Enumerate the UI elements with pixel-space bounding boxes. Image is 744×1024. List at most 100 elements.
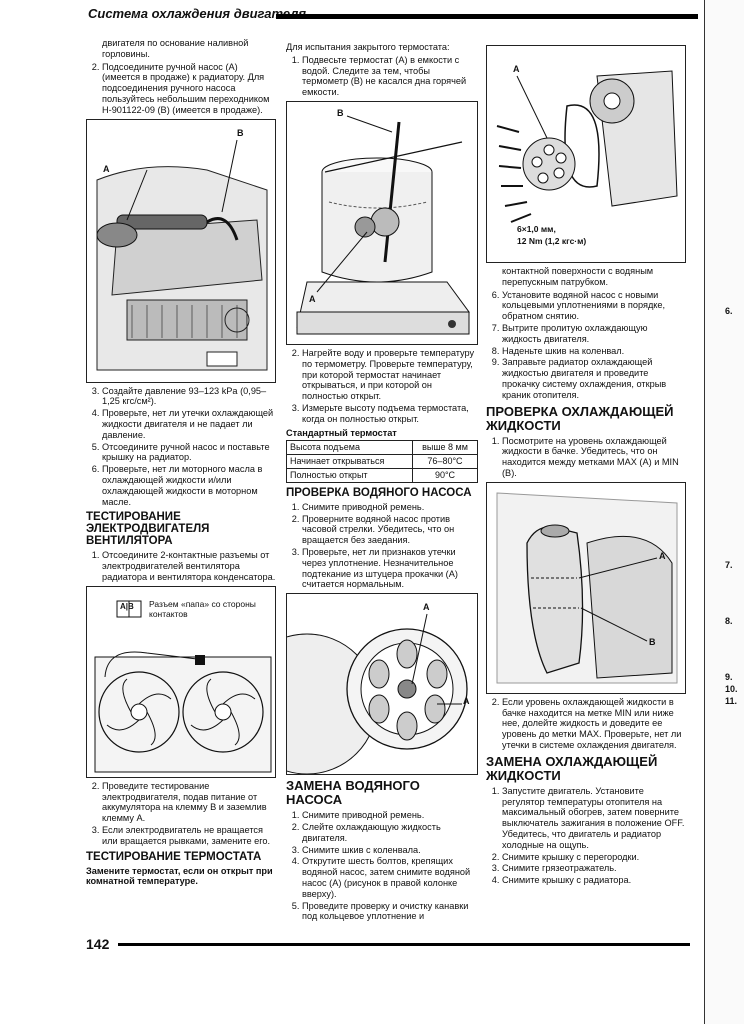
figure-radiator-pump: A B xyxy=(86,118,276,383)
section-title: Система охлаждения двигателя xyxy=(88,6,307,21)
page-number: 142 xyxy=(86,936,110,952)
step: Открутите шесть болтов, крепящих водяной… xyxy=(302,856,478,899)
step: Проведите тестирование электродвигателя,… xyxy=(102,781,276,824)
column-1: двигателя по основание наливной горловин… xyxy=(86,38,276,889)
table-row: Высота подъема выше 8 мм xyxy=(286,440,478,456)
bolt-size: 6×1,0 мм, xyxy=(517,224,556,234)
step: Подсоедините ручной насос (A) (имеется в… xyxy=(102,62,276,116)
footer-rule xyxy=(118,943,690,946)
figure-fan-connectors: A|B Разъем «папа» со стороны контактов xyxy=(86,585,276,778)
adjacent-page-edge: 6. 7. 8. 9. 10. 11. xyxy=(704,0,744,1024)
steps-list: Нагрейте воду и проверьте температуру по… xyxy=(286,348,478,425)
table-cell: Начинает открываться xyxy=(286,454,413,469)
step: Нагрейте воду и проверьте температуру по… xyxy=(302,348,478,402)
label-a: A xyxy=(513,64,520,74)
header-rule xyxy=(276,14,698,19)
thermostat-note: Замените термостат, если он открыт при к… xyxy=(86,865,273,887)
step: Посмотрите на уровень охлаждающей жидкос… xyxy=(502,436,686,479)
intro-text: двигателя по основание наливной горловин… xyxy=(102,38,249,59)
steps-list: Запустите двигатель. Установите регулято… xyxy=(486,786,686,886)
water-pump-drawing xyxy=(287,594,477,775)
label-a: A xyxy=(103,163,110,174)
edge-number: 9. xyxy=(725,672,733,682)
heading-coolant-replace: ЗАМЕНА ОХЛАЖДАЮЩЕЙ ЖИДКОСТИ xyxy=(486,753,658,783)
step: Измерьте высоту подъема термостата, когд… xyxy=(302,403,478,425)
steps-list: Если уровень охлаждающей жидкости в бачк… xyxy=(486,697,686,751)
label-a: A xyxy=(659,550,666,561)
step: Заправьте радиатор охлаждающей жидкостью… xyxy=(502,357,686,400)
pump-assembly-drawing xyxy=(487,46,685,262)
steps-list: Подвесьте термостат (A) в емкости с водо… xyxy=(286,55,478,98)
step: Наденьте шкив на коленвал. xyxy=(502,346,686,357)
step: Отсоедините 2-контактные разъемы от элек… xyxy=(102,550,276,582)
step: Проверьте, нет ли утечки охлаждающей жид… xyxy=(102,408,276,440)
connector-label: A|B xyxy=(120,601,134,611)
step: Запустите двигатель. Установите регулято… xyxy=(502,786,686,851)
table-cell: 90°C xyxy=(412,467,478,483)
steps-list: Снимите приводной ремень. Проверните вод… xyxy=(286,502,478,590)
page-header: Система охлаждения двигателя xyxy=(88,4,698,24)
radiator-pump-drawing xyxy=(87,119,275,382)
steps-list: Снимите приводной ремень. Слейте охлажда… xyxy=(286,810,478,922)
table-cell: 76–80°C xyxy=(412,454,478,469)
reservoir-drawing xyxy=(487,482,685,693)
label-b: B xyxy=(237,127,244,138)
heading-pump-check: ПРОВЕРКА ВОДЯНОГО НАСОСА xyxy=(286,486,472,499)
bolt-torque: 12 Nm (1,2 кгс·м) xyxy=(517,236,587,246)
step: Слейте охлаждающую жидкость двигателя. xyxy=(302,822,478,844)
table-cell: Полностью открыт xyxy=(286,467,413,483)
table-row: Начинает открываться 76–80°C xyxy=(286,454,478,469)
steps-list: Создайте давление 93–123 kPa (0,95–1,25 … xyxy=(86,386,276,508)
step: Отсоедините ручной насос и поставьте кры… xyxy=(102,442,276,464)
heading-thermostat-test: ТЕСТИРОВАНИЕ ТЕРМОСТАТА xyxy=(86,850,262,863)
step: Снимите приводной ремень. xyxy=(302,502,478,513)
heading-pump-replace: ЗАМЕНА ВОДЯНОГО НАСОСА xyxy=(286,778,420,808)
steps-list: Установите водяной насос с новыми кольце… xyxy=(486,290,686,401)
step: Снимите крышку с перегородки. xyxy=(502,852,686,863)
column-3: A 6×1,0 мм, 12 Nm (1,2 кгс·м) контактной… xyxy=(486,42,686,887)
thermostat-drawing xyxy=(287,101,477,344)
edge-number: 10. xyxy=(725,684,738,694)
step: Проведите проверку и очистку канавки под… xyxy=(302,901,478,923)
steps-list: Отсоедините 2-контактные разъемы от элек… xyxy=(86,550,276,582)
label-a-second: A xyxy=(463,696,470,707)
step: Подвесьте термостат (A) в емкости с водо… xyxy=(302,55,478,98)
fan-wiring-drawing xyxy=(87,586,275,777)
heading-fan-test: ТЕСТИРОВАНИЕ ЭЛЕКТРОДВИГАТЕЛЯ ВЕНТИЛЯТОР… xyxy=(86,511,210,548)
thermostat-spec-table: Высота подъема выше 8 мм Начинает открыв… xyxy=(286,440,478,483)
continuation-text: контактной поверхности с водяным перепус… xyxy=(502,266,654,287)
label-a: A xyxy=(423,602,430,613)
label-a: A xyxy=(309,293,316,304)
edge-number: 8. xyxy=(725,616,733,626)
edge-number: 11. xyxy=(725,696,738,706)
table-row: Полностью открыт 90°C xyxy=(286,467,478,483)
figure-pump-assembly: A 6×1,0 мм, 12 Nm (1,2 кгс·м) xyxy=(486,45,686,263)
step: Если уровень охлаждающей жидкости в бачк… xyxy=(502,697,686,751)
label-b: B xyxy=(337,107,344,118)
steps-list: Посмотрите на уровень охлаждающей жидкос… xyxy=(486,436,686,479)
step: Снимите шкив с коленвала. xyxy=(302,845,478,856)
step: Проверьте, нет ли моторного масла в охла… xyxy=(102,464,276,507)
step: Вытрите пролитую охлаждающую жидкость дв… xyxy=(502,323,686,345)
step: Если электродвигатель не вращается или в… xyxy=(102,825,276,847)
step: Создайте давление 93–123 kPa (0,95–1,25 … xyxy=(102,386,276,408)
step: Снимите крышку с радиатора. xyxy=(502,875,686,886)
step: Проверьте, нет ли признаков утечки через… xyxy=(302,547,478,590)
connector-caption: Разъем «папа» со стороны контактов xyxy=(149,598,256,619)
figure-water-pump: A A xyxy=(286,593,478,776)
column-2: Для испытания закрытого термостата: Подв… xyxy=(286,42,478,923)
steps-list: Подсоедините ручной насос (A) (имеется в… xyxy=(86,62,276,116)
intro-text: Для испытания закрытого термостата: xyxy=(286,42,450,52)
edge-number: 6. xyxy=(725,306,733,316)
page-footer: 142 xyxy=(86,936,690,952)
table-title: Стандартный термостат xyxy=(286,427,397,438)
label-b: B xyxy=(649,636,656,647)
figure-coolant-reservoir: A B xyxy=(486,481,686,694)
heading-coolant-check: ПРОВЕРКА ОХЛАЖДАЮЩЕЙ ЖИДКОСТИ xyxy=(486,403,674,433)
step: Снимите грязеотражатель. xyxy=(502,863,686,874)
table-cell: выше 8 мм xyxy=(412,440,478,456)
step: Снимите приводной ремень. xyxy=(302,810,478,821)
step: Установите водяной насос с новыми кольце… xyxy=(502,290,686,322)
edge-number: 7. xyxy=(725,560,733,570)
